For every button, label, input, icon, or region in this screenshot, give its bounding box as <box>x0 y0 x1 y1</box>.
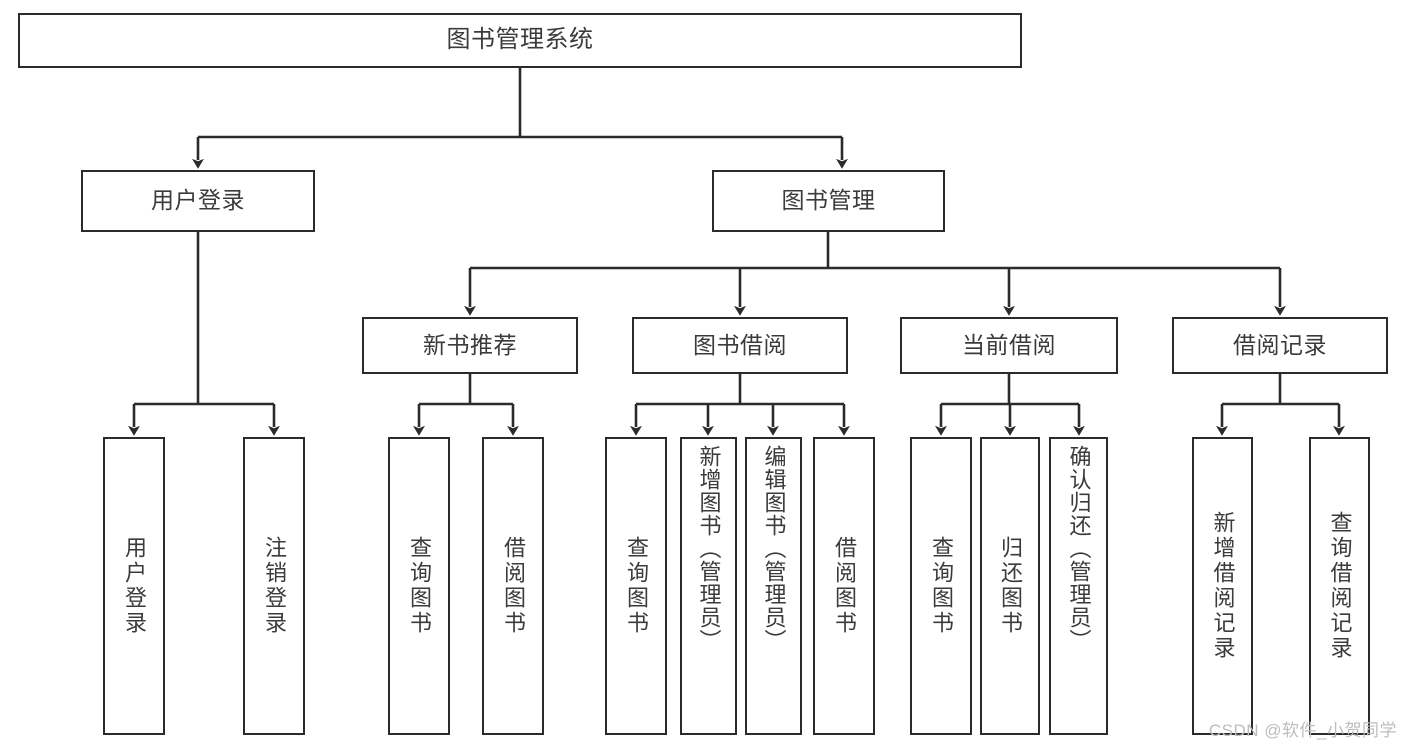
node-leaf-query-book-2-label: 查询图书 <box>624 536 649 636</box>
node-leaf-borrow-book-2-label: 借阅图书 <box>832 536 857 636</box>
node-leaf-confirm-return-admin[interactable]: 确认归还（管理员） <box>1049 437 1108 735</box>
node-borrow-record[interactable]: 借阅记录 <box>1172 317 1388 374</box>
node-leaf-logout-label: 注销登录 <box>262 536 287 636</box>
node-leaf-query-book-1[interactable]: 查询图书 <box>388 437 450 735</box>
node-root-system-label: 图书管理系统 <box>446 26 594 54</box>
node-leaf-query-record-label: 查询借阅记录 <box>1327 511 1353 661</box>
node-leaf-edit-book-admin-label: 编辑图书（管理员） <box>761 445 787 652</box>
node-leaf-user-login[interactable]: 用户登录 <box>103 437 165 735</box>
node-user-login-label: 用户登录 <box>151 187 245 214</box>
node-leaf-logout[interactable]: 注销登录 <box>243 437 305 735</box>
node-book-manage-label: 图书管理 <box>781 187 876 214</box>
node-leaf-return-book-label: 归还图书 <box>998 536 1023 636</box>
node-leaf-borrow-book-2[interactable]: 借阅图书 <box>813 437 875 735</box>
node-root-system[interactable]: 图书管理系统 <box>18 13 1022 68</box>
node-leaf-query-book-1-label: 查询图书 <box>407 536 432 636</box>
node-book-borrow-label: 图书借阅 <box>693 331 787 358</box>
node-leaf-edit-book-admin[interactable]: 编辑图书（管理员） <box>745 437 802 735</box>
node-leaf-query-book-3[interactable]: 查询图书 <box>910 437 972 735</box>
node-leaf-add-book-admin[interactable]: 新增图书（管理员） <box>680 437 737 735</box>
node-leaf-borrow-book-1[interactable]: 借阅图书 <box>482 437 544 735</box>
node-current-borrow[interactable]: 当前借阅 <box>900 317 1118 374</box>
node-leaf-add-record-label: 新增借阅记录 <box>1210 511 1236 661</box>
watermark-text: CSDN @软件_小贺同学 <box>1208 721 1397 740</box>
node-borrow-record-label: 借阅记录 <box>1233 331 1327 358</box>
node-leaf-query-book-2[interactable]: 查询图书 <box>605 437 667 735</box>
node-leaf-confirm-return-admin-label: 确认归还（管理员） <box>1066 445 1092 652</box>
node-book-manage[interactable]: 图书管理 <box>712 170 945 232</box>
node-leaf-query-record[interactable]: 查询借阅记录 <box>1309 437 1370 735</box>
node-leaf-query-book-3-label: 查询图书 <box>929 536 954 636</box>
node-user-login[interactable]: 用户登录 <box>81 170 315 232</box>
node-leaf-return-book[interactable]: 归还图书 <box>980 437 1040 735</box>
node-new-book-recommend[interactable]: 新书推荐 <box>362 317 578 374</box>
node-leaf-borrow-book-1-label: 借阅图书 <box>501 536 526 636</box>
node-current-borrow-label: 当前借阅 <box>962 331 1056 358</box>
node-book-borrow[interactable]: 图书借阅 <box>632 317 848 374</box>
node-leaf-add-record[interactable]: 新增借阅记录 <box>1192 437 1253 735</box>
node-leaf-user-login-label: 用户登录 <box>122 536 147 636</box>
node-new-book-recommend-label: 新书推荐 <box>423 331 517 358</box>
node-leaf-add-book-admin-label: 新增图书（管理员） <box>696 445 722 652</box>
